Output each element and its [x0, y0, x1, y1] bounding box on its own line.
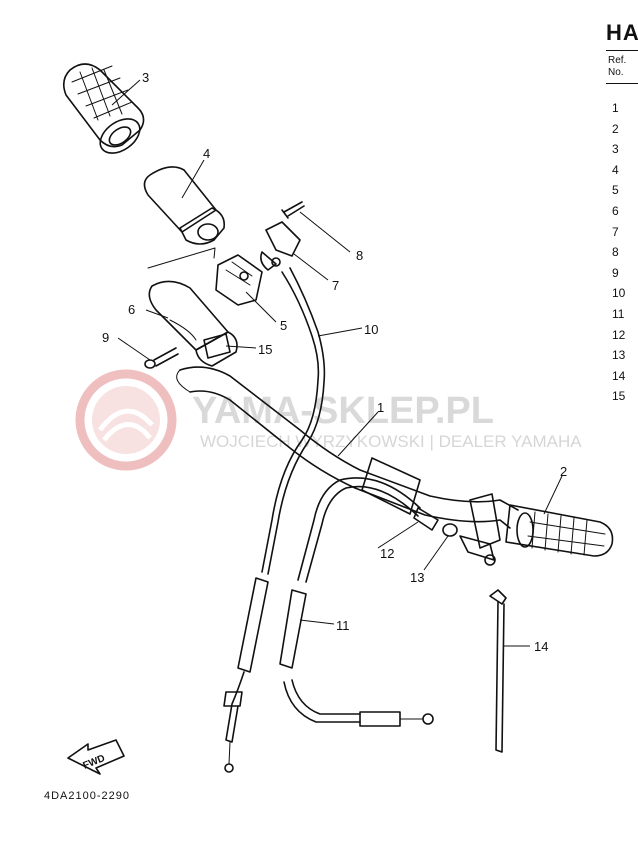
- ref-number[interactable]: 6: [612, 203, 619, 218]
- part-clip-15: [203, 333, 231, 359]
- ref-label: Ref.: [608, 55, 627, 66]
- yamaha-logo-watermark: [75, 369, 177, 471]
- callout-9: 9: [102, 330, 109, 345]
- part-throttle-grip: [143, 166, 226, 269]
- part-screw-8: [281, 201, 305, 219]
- callout-11: 11: [336, 618, 350, 633]
- part-cable-11: [279, 477, 434, 727]
- ref-number[interactable]: 14: [612, 368, 626, 383]
- callout-10: 10: [364, 322, 378, 337]
- part-throttle-cable: [223, 267, 326, 773]
- callout-15: 15: [258, 342, 272, 357]
- part-screw-9: [144, 347, 179, 369]
- callout-7: 7: [332, 278, 339, 293]
- header-rule: [606, 83, 638, 84]
- part-grip-right: [505, 504, 614, 557]
- ref-number[interactable]: 9: [612, 265, 619, 280]
- ref-number[interactable]: 1: [612, 101, 619, 115]
- ref-number[interactable]: 13: [612, 348, 626, 363]
- ref-number[interactable]: 3: [612, 142, 619, 157]
- callout-8: 8: [356, 248, 363, 263]
- watermark-brand: YAMA-SKLEP.PL: [192, 390, 494, 432]
- part-grip-left: [62, 63, 145, 154]
- callout-5: 5: [280, 318, 287, 333]
- ref-number[interactable]: 8: [612, 245, 619, 260]
- callout-14: 14: [534, 639, 548, 654]
- ref-number[interactable]: 11: [612, 306, 625, 321]
- ref-number[interactable]: 12: [612, 327, 626, 342]
- no-label: No.: [608, 67, 624, 78]
- callout-4: 4: [203, 146, 210, 161]
- leader-lines: [111, 79, 563, 647]
- reference-panel: HA Ref. No. 1 2 3 4 5 6 7 8 9 10 11 12 1…: [606, 20, 638, 407]
- part-adjuster-12: [413, 507, 439, 531]
- title-rule: [606, 50, 638, 51]
- ref-no-header: Ref. No.: [608, 55, 638, 79]
- fwd-label: FWD: [82, 753, 107, 772]
- watermark-dealer: WOJCIECH WYRZYKOWSKI | DEALER YAMAHA: [200, 432, 582, 451]
- fwd-arrow: FWD: [67, 739, 125, 775]
- drawing-code: 4DA2100-2290: [44, 790, 131, 802]
- ref-number-list: 1 2 3 4 5 6 7 8 9 10 11 12 13 14 15: [612, 98, 638, 407]
- part-clamp-6: [148, 280, 238, 367]
- callout-3: 3: [142, 70, 149, 85]
- part-throttle-housing: [215, 254, 263, 306]
- ref-number[interactable]: 10: [612, 286, 626, 301]
- callout-1: 1: [377, 400, 384, 415]
- part-handlebar: [176, 366, 519, 566]
- ref-number[interactable]: 4: [612, 162, 619, 177]
- ref-number[interactable]: 5: [612, 183, 619, 198]
- ref-number[interactable]: 15: [612, 389, 626, 404]
- callout-12: 12: [380, 546, 394, 561]
- watermark: YAMA-SKLEP.PL WOJCIECH WYRZYKOWSKI | DEA…: [75, 369, 582, 471]
- part-cable-tie: [489, 589, 507, 753]
- callout-6: 6: [128, 302, 135, 317]
- part-choke-lever: [260, 221, 301, 271]
- callouts: 3 4 5 6 7 8 9 10 1 2 12 13 11 14 15: [102, 70, 567, 654]
- callout-2: 2: [560, 464, 567, 479]
- ref-number[interactable]: 2: [612, 121, 619, 136]
- ref-number[interactable]: 7: [612, 224, 619, 239]
- part-nut-13: [442, 523, 458, 537]
- section-title: HA: [606, 20, 638, 45]
- callout-13: 13: [410, 570, 424, 585]
